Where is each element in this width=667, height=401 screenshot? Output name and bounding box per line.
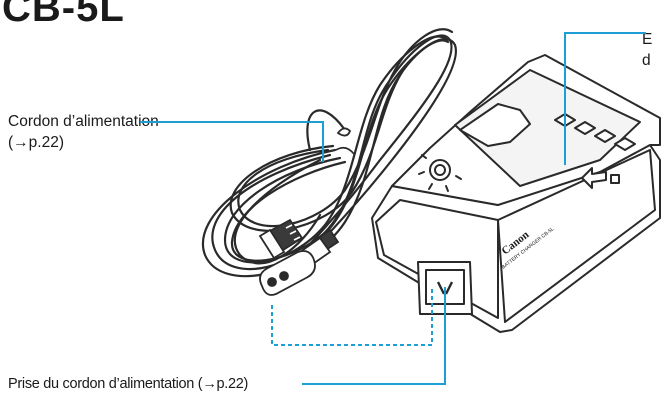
plug-match-leader bbox=[271, 287, 433, 346]
battery-slot-leader bbox=[564, 32, 646, 165]
power-plug-leader bbox=[302, 287, 446, 385]
power-cord-page-ref: (→p.22) bbox=[8, 134, 64, 151]
power-cord-label: Cordon d’alimentation (→p.22) bbox=[8, 111, 159, 153]
cable-tie bbox=[335, 127, 355, 155]
power-plug-label: Prise du cordon d’alimentation (→p.22) bbox=[8, 376, 249, 392]
power-cord-leader bbox=[140, 121, 324, 162]
leader-lines bbox=[140, 32, 646, 385]
battery-slot-label: E d bbox=[642, 29, 652, 71]
battery-slot-label-line2: d bbox=[642, 52, 651, 69]
appliance-plug bbox=[258, 218, 304, 260]
charge-lamp bbox=[418, 154, 462, 192]
power-cord bbox=[202, 28, 458, 287]
page-title: CB-5L bbox=[2, 0, 125, 30]
battery-charger bbox=[371, 54, 661, 333]
figure-eight-plug bbox=[259, 228, 340, 296]
battery-slot-label-line1: E bbox=[642, 31, 653, 48]
power-cord-label-text: Cordon d’alimentation bbox=[8, 113, 159, 130]
